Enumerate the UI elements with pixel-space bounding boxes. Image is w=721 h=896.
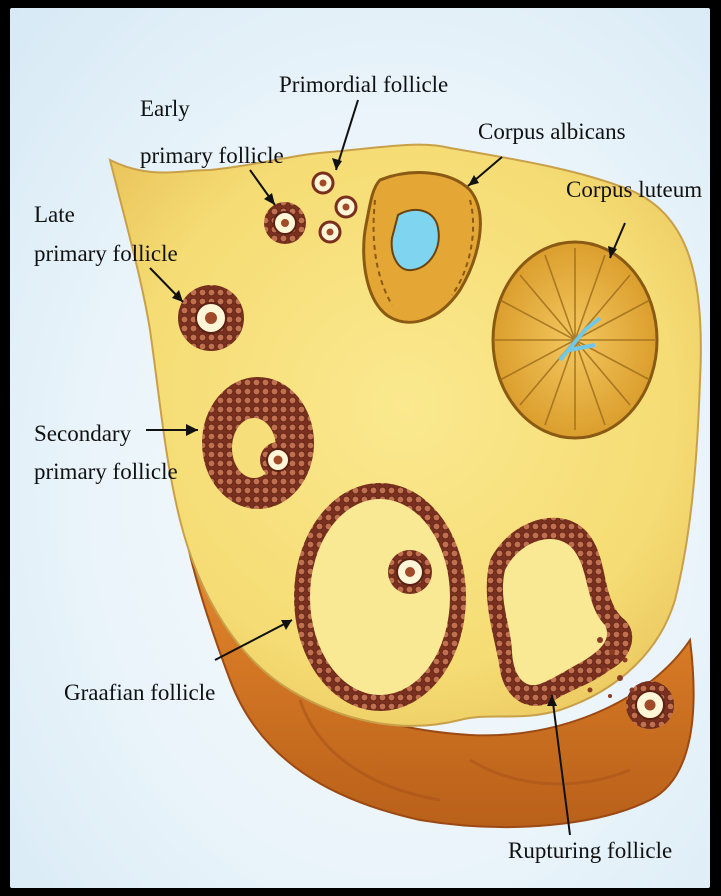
corpus-luteum <box>493 242 657 438</box>
label-rupturing-follicle: Rupturing follicle <box>508 838 672 863</box>
early-primary-follicle <box>264 202 306 244</box>
label-corpus-albicans: Corpus albicans <box>478 119 626 144</box>
secondary-follicle <box>202 377 314 509</box>
label-corpus-luteum: Corpus luteum <box>566 177 702 202</box>
label-late-line1: Late <box>34 202 75 227</box>
label-graafian-follicle: Graafian follicle <box>64 680 215 705</box>
label-early-line1: Early <box>140 96 190 121</box>
label-early-line2: primary follicle <box>140 143 284 168</box>
label-secondary-line1: Secondary <box>34 421 132 446</box>
late-primary-follicle <box>178 285 244 351</box>
graafian-follicle <box>294 483 466 711</box>
label-secondary-line2: primary follicle <box>34 459 178 484</box>
label-primordial-follicle: Primordial follicle <box>279 72 448 97</box>
label-late-line2: primary follicle <box>34 241 178 266</box>
